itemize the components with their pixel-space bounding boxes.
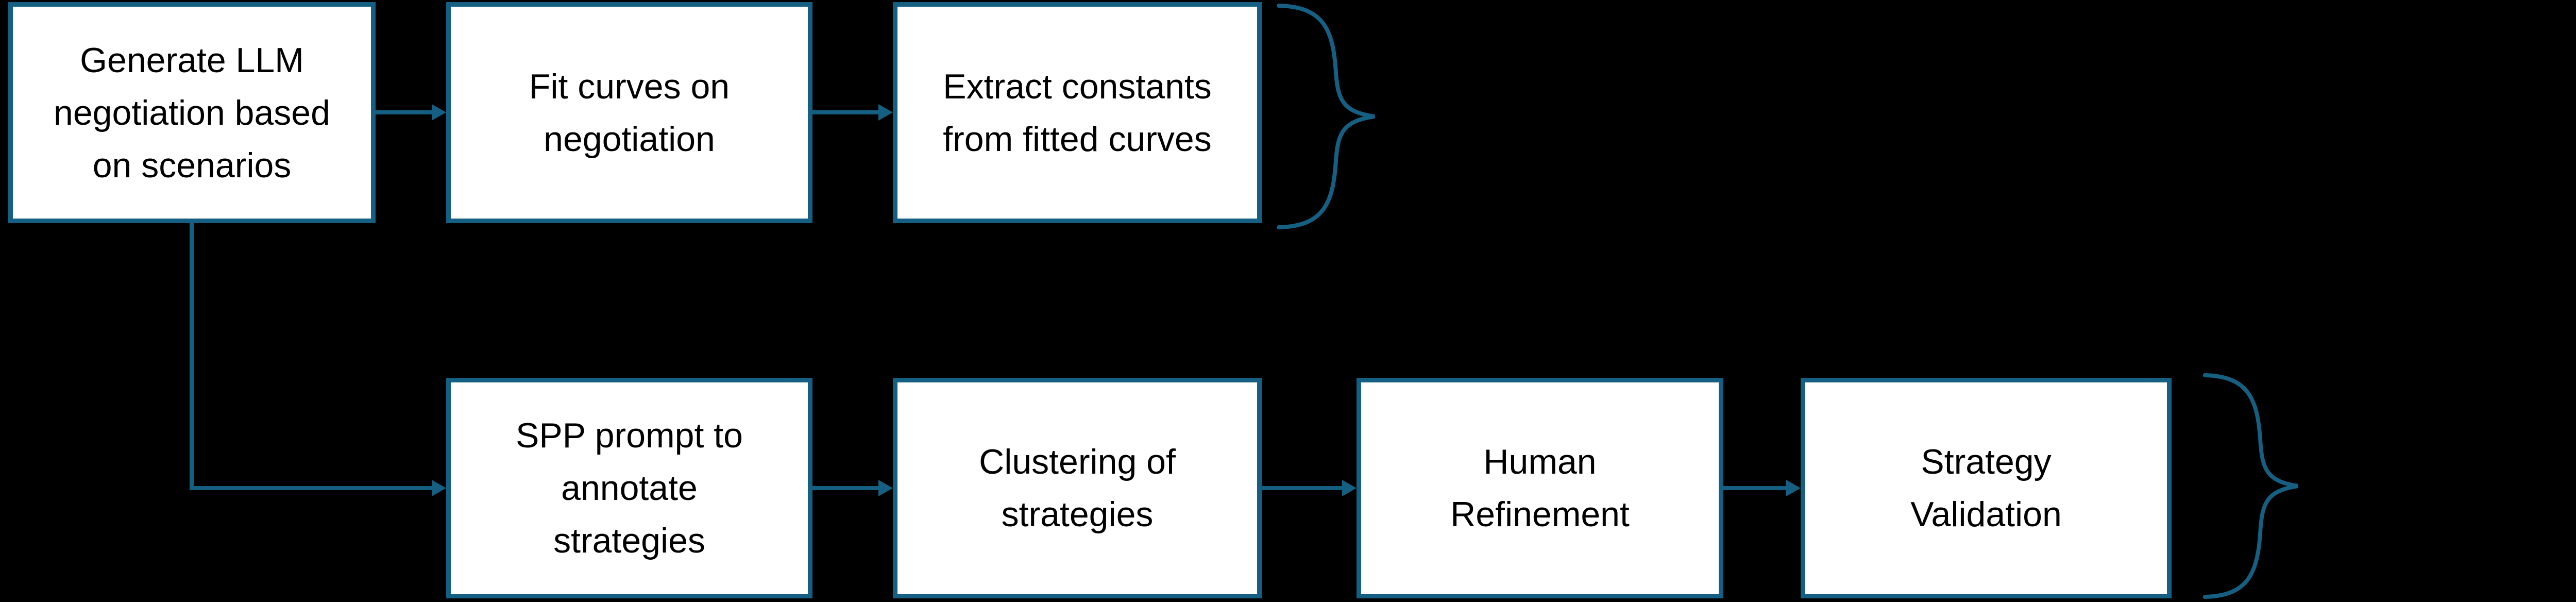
step-box-spp-prompt: SPP prompt to annotate strategies xyxy=(446,378,812,598)
connector-clustering-to-refinement xyxy=(1261,486,1343,490)
step-box-strategy-validation: Strategy Validation xyxy=(1801,378,2172,598)
arrowhead-icon-fitcurves xyxy=(432,104,446,121)
step-box-clustering: Clustering of strategies xyxy=(893,378,1262,598)
arrowhead-icon-clustering xyxy=(878,480,893,496)
connector-fitcurves-to-extract xyxy=(811,110,880,114)
step-label-strategy-validation: Strategy Validation xyxy=(1910,442,2062,534)
connector-refinement-to-validation xyxy=(1722,486,1787,490)
arrowhead-icon-validation xyxy=(1786,480,1801,496)
arrowhead-icon-refinement xyxy=(1342,480,1357,496)
right-curly-brace-icon-bottom xyxy=(2202,373,2298,599)
right-curly-brace-icon-top xyxy=(1277,4,1375,229)
step-box-fit-curves: Fit curves on negotiation xyxy=(446,2,812,223)
connector-generate-elbow-horizontal xyxy=(190,486,434,490)
step-label-clustering: Clustering of strategies xyxy=(979,442,1176,534)
connector-generate-to-fitcurves xyxy=(375,110,433,114)
connector-generate-elbow-vertical xyxy=(190,221,194,490)
step-box-extract-constants: Extract constants from fitted curves xyxy=(893,2,1262,223)
step-label-generate-negotiation: Generate LLM negotiation based on scenar… xyxy=(54,40,330,185)
step-label-spp-prompt: SPP prompt to annotate strategies xyxy=(516,416,743,560)
connector-spp-to-clustering xyxy=(811,486,880,490)
arrowhead-icon-extract xyxy=(878,104,893,121)
step-label-extract-constants: Extract constants from fitted curves xyxy=(943,66,1212,159)
arrowhead-icon-spp-prompt xyxy=(432,480,446,496)
step-label-fit-curves: Fit curves on negotiation xyxy=(529,66,730,159)
step-box-human-refinement: Human Refinement xyxy=(1357,378,1723,598)
step-box-generate-negotiation: Generate LLM negotiation based on scenar… xyxy=(8,2,376,223)
step-label-human-refinement: Human Refinement xyxy=(1450,442,1630,534)
